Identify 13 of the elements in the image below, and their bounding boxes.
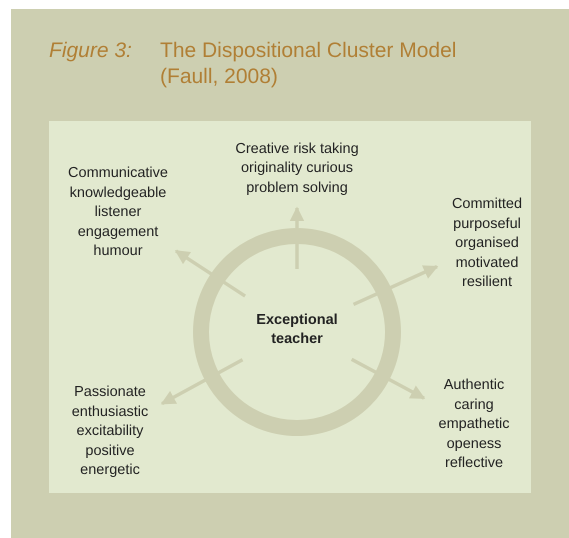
arrow: [290, 206, 304, 269]
figure-number: Figure 3:: [49, 38, 132, 64]
center-label: Exceptional teacher: [255, 310, 339, 349]
trait-list: Creative risk taking originality curious problem solving: [222, 140, 372, 198]
arrow: [350, 358, 426, 400]
arrow: [174, 249, 246, 298]
trait-list: Committed purposeful organised motivated resilient: [437, 195, 537, 293]
trait-list: Passionate enthusiastic excitability positive energetic: [58, 383, 162, 481]
arrow: [160, 358, 244, 406]
figure-title: The Dispositional Cluster Model (Faull, 2008): [160, 38, 458, 90]
trait-list: Authentic caring empathetic openess reflective: [424, 376, 524, 474]
trait-list: Communicative knowledgeable listener engagement humour: [60, 164, 176, 262]
arrow: [352, 265, 438, 306]
